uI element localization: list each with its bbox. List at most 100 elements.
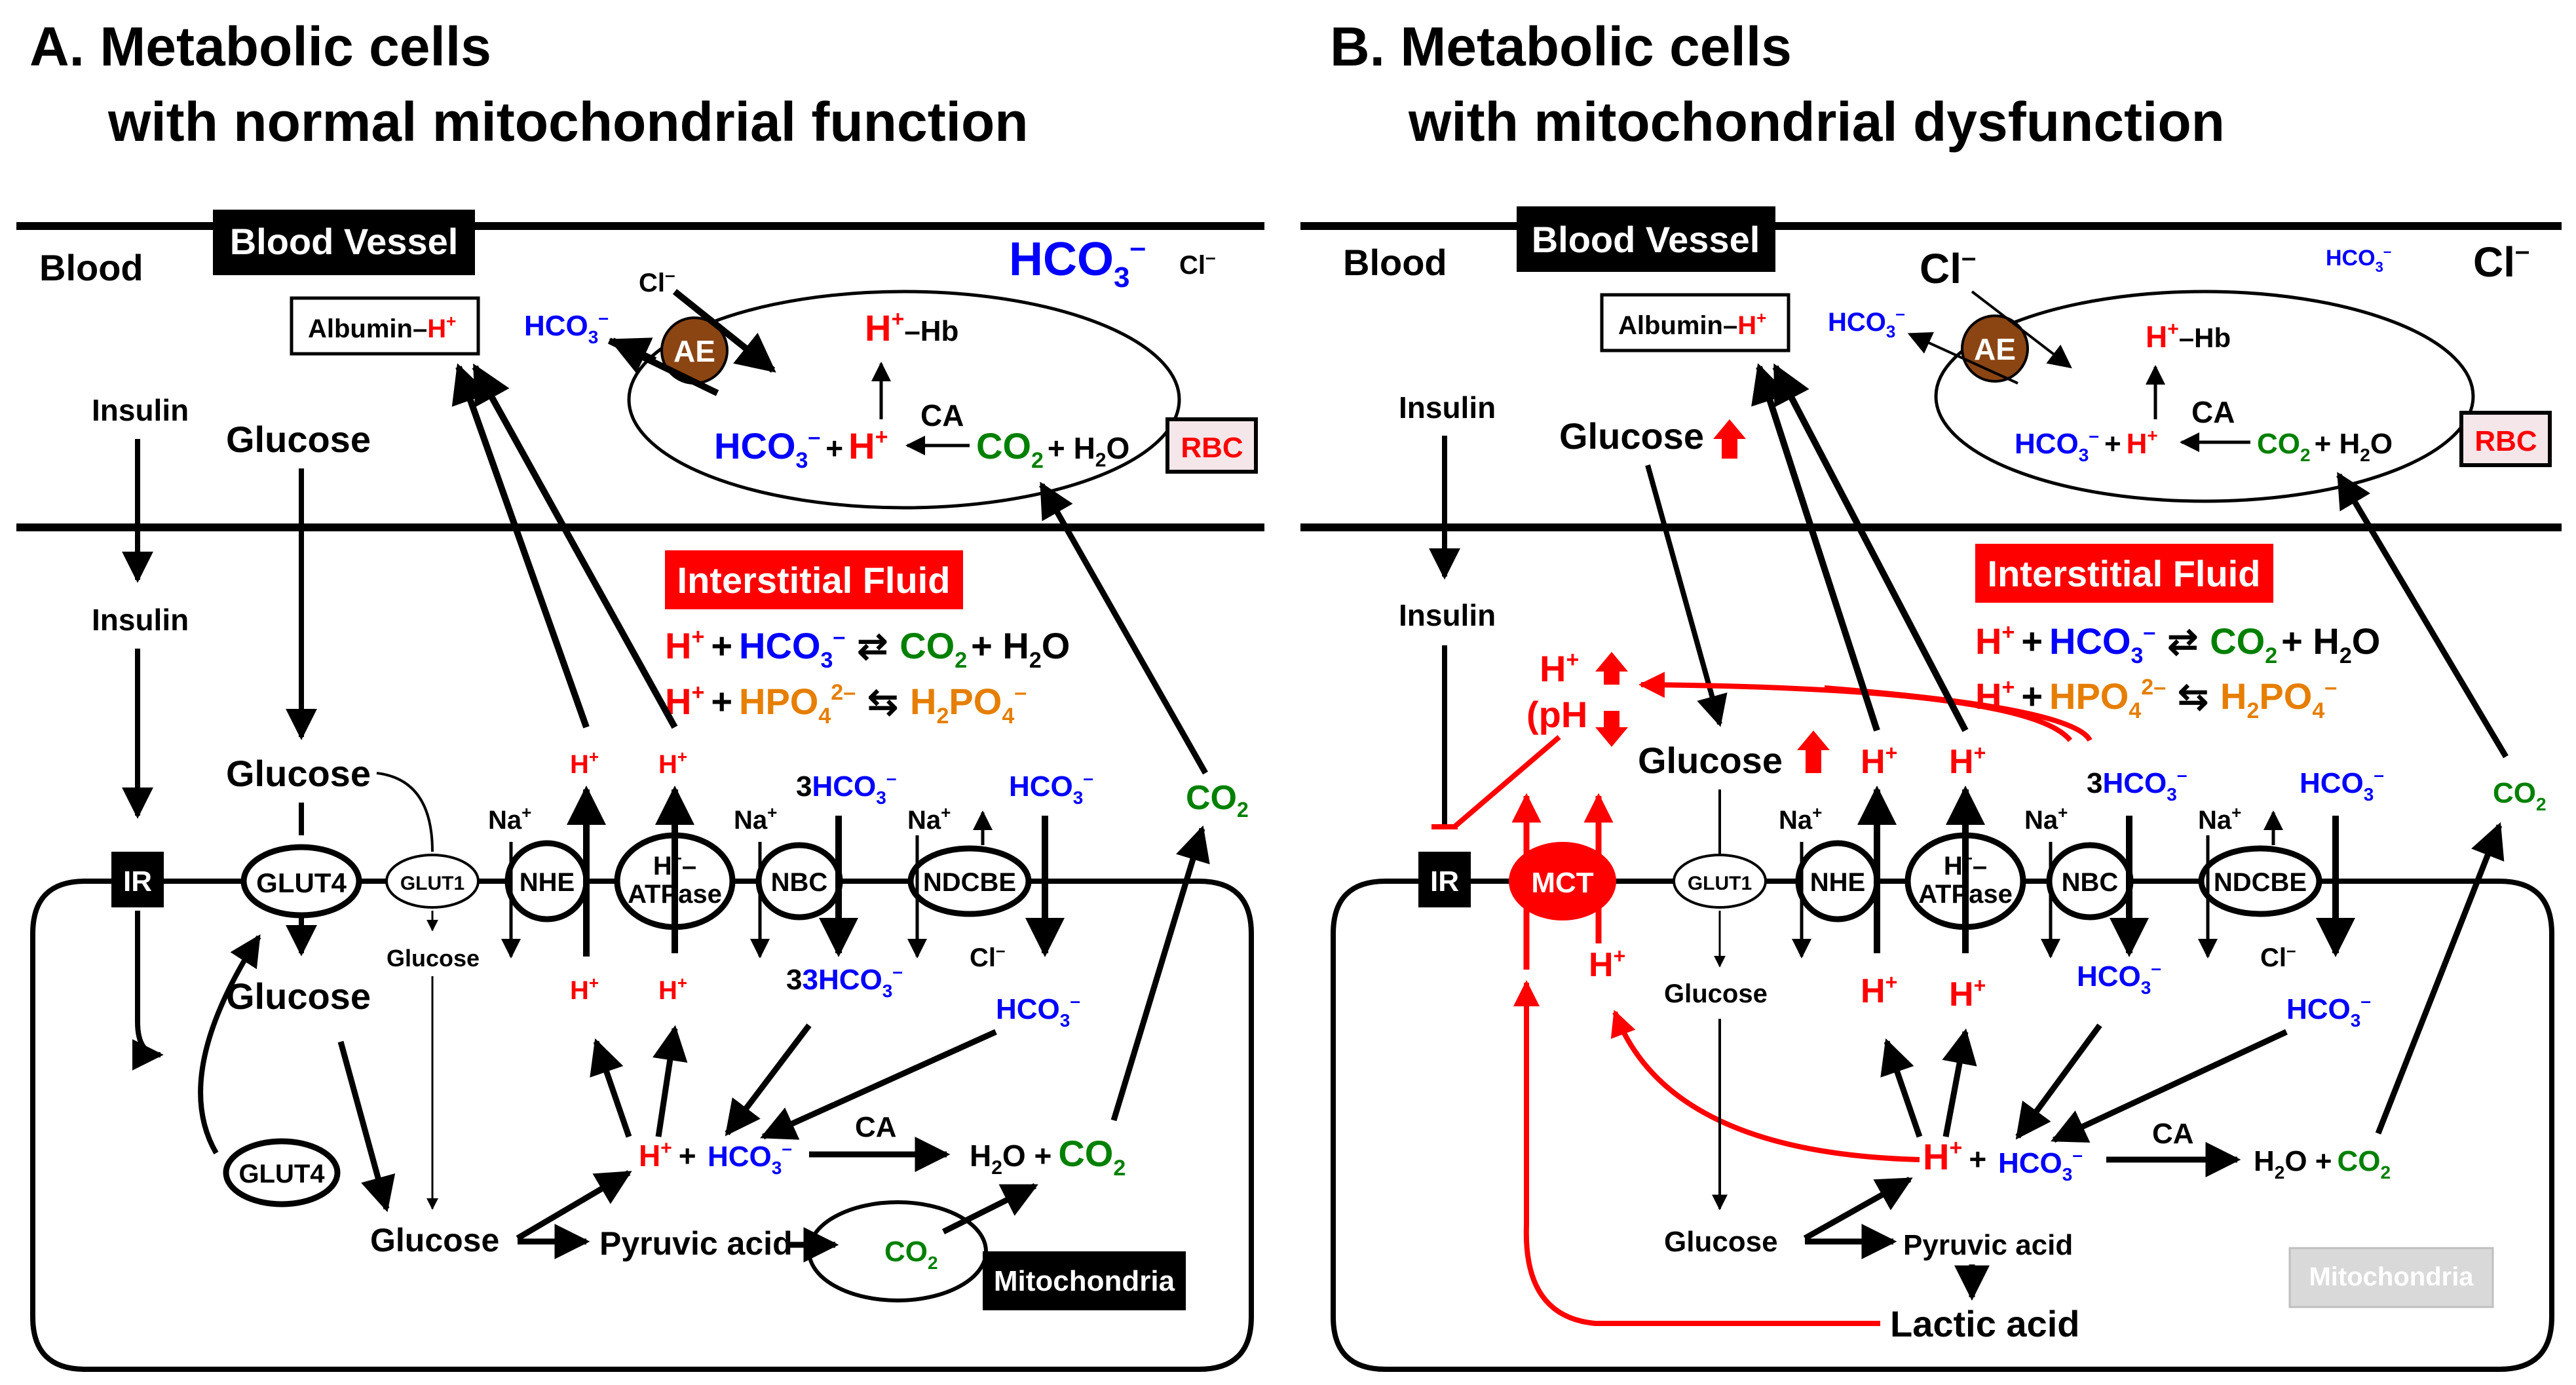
co2-out: CO2	[2493, 777, 2547, 814]
na-nbc: Na+	[734, 803, 777, 835]
h-to-albumin-1	[451, 363, 590, 729]
blood-vessel-label-box	[1517, 206, 1775, 272]
nbc-label: NBC	[771, 868, 828, 897]
mitochondria-box	[2288, 1247, 2494, 1308]
glut4-transporter	[240, 844, 362, 919]
ca-rbc-label: CA	[920, 398, 964, 432]
three-hco3-in: HCO3–	[2077, 958, 2161, 998]
glut1-label: GLUT1	[1688, 873, 1752, 894]
mito-co2-out	[941, 1183, 1038, 1235]
insulin-interstitial: Insulin	[92, 603, 189, 637]
interstitial-fluid-box	[1975, 544, 2273, 603]
ae-label: AE	[1974, 332, 2016, 366]
co2-to-rbc	[1039, 482, 1208, 775]
rbc-membrane	[627, 290, 1181, 510]
nhe-label: NHE	[520, 868, 575, 897]
h2o-co2-center: H2O +CO2	[970, 1133, 1126, 1181]
ndcbe-label: NDCBE	[923, 868, 1016, 897]
h-nhe-out: H+	[1861, 741, 1897, 781]
h-to-albumin-2	[472, 363, 678, 729]
cl-ndcbe: Cl–	[970, 940, 1005, 972]
glut1-label: GLUT1	[400, 873, 464, 894]
panel-b: B. Metabolic cells with mitochondrial dy…	[1300, 16, 2562, 1372]
hco3-blood-label: HCO3–	[1009, 231, 1146, 294]
insulin-receptor-label: IR	[123, 865, 152, 898]
cl-ndcbe: Cl–	[2260, 940, 2296, 972]
interstitial-fluid-label: Interstitial Fluid	[1988, 553, 2261, 594]
insulin-receptor-box	[111, 852, 164, 907]
h-atpase-in: H+	[658, 973, 687, 1005]
ir-signal-arrow	[132, 911, 164, 1071]
h-nhe-in: H+	[570, 973, 599, 1005]
blood-vessel-label-box	[213, 210, 475, 275]
h-center: H++	[1923, 1135, 1986, 1177]
lactic-acid: Lactic acid	[1890, 1303, 2079, 1344]
ndcbe-hco3-to-center	[2051, 1029, 2288, 1143]
h-atpase-label-top: H+–	[1944, 848, 1987, 881]
blood-vessel-label: Blood Vessel	[230, 221, 459, 262]
insulin-blood: Insulin	[92, 393, 189, 427]
panel-a-subtitle: with normal mitochondrial function	[107, 91, 1029, 153]
h-to-atpase-arrow	[1942, 1028, 1977, 1137]
rbc-label-box	[2459, 411, 2552, 467]
glucose-to-h	[1803, 1177, 1913, 1241]
h-mct: H+	[1589, 944, 1625, 984]
ca-rbc-label: CA	[2191, 395, 2235, 429]
glut4-label: GLUT4	[256, 867, 347, 898]
ndcbe-hco3-to-center	[760, 1029, 997, 1140]
h-to-nhe-arrow	[590, 1038, 632, 1138]
hco3-ndcbe-out: HCO3–	[2300, 765, 2384, 805]
rbc-label: RBC	[1181, 432, 1243, 464]
mct-transporter	[1509, 842, 1616, 920]
h-to-atpase-arrow	[653, 1025, 688, 1137]
glucose-blood: Glucose	[1559, 415, 1704, 457]
ca-center: CA	[2152, 1118, 2194, 1150]
na-nhe: Na+	[488, 803, 531, 835]
three-hco3-out: 3HCO3–	[796, 768, 896, 808]
blood-label: Blood	[1343, 242, 1447, 283]
co2-h2o-rbc: CO2+ H2O	[976, 425, 1129, 473]
nhe-label: NHE	[1810, 868, 1865, 897]
glucose-bottom: Glucose	[1664, 1226, 1778, 1258]
interstitial-fluid-box	[665, 550, 963, 609]
glucose-to-h	[516, 1170, 632, 1241]
hco3-center: HCO3–	[1998, 1145, 2083, 1185]
panel-b-subtitle: with mitochondrial dysfunction	[1408, 91, 2225, 153]
albumin-label: Albumin–H+	[1618, 308, 1766, 340]
hco3-h-rbc: HCO3–+H+	[714, 425, 888, 473]
hco3-ndcbe-in: HCO3–	[996, 991, 1080, 1031]
co2-out: CO2	[1186, 779, 1249, 822]
h-atpase-out: H+	[658, 747, 687, 779]
co2-cell-to-out	[2375, 822, 2505, 1135]
na-ndcbe: Na+	[2198, 803, 2241, 835]
ph-down-arrow	[1595, 711, 1628, 747]
h-to-albumin-1	[1751, 363, 1880, 732]
glucose-blood: Glucose	[226, 419, 371, 460]
na-nhe: Na+	[1779, 803, 1822, 835]
glucose-to-glut1	[376, 772, 434, 852]
nbc-hco3-to-center	[2015, 1023, 2102, 1140]
hco3-center: HCO3–	[708, 1138, 792, 1178]
h-to-nhe-arrow	[1880, 1038, 1923, 1138]
co2-to-rbc	[2336, 472, 2509, 759]
na-ndcbe: Na+	[907, 803, 951, 835]
rbc-membrane	[1934, 290, 2475, 503]
hco3-ndcbe-out: HCO3–	[1009, 768, 1093, 808]
glucose-inside: Glucose	[226, 976, 371, 1017]
insulin-receptor-label: IR	[1430, 865, 1459, 898]
hco3-ndcbe-in: HCO3–	[2286, 991, 2371, 1031]
ph-up-arrow	[1595, 652, 1628, 685]
insulin-interstitial: Insulin	[1399, 598, 1496, 632]
h-hb-label: H+–Hb	[865, 307, 958, 349]
cl-rbc-label: Cl–	[639, 265, 675, 297]
h-atpase-out: H+	[1949, 741, 1986, 781]
h-ph-label: H+	[1540, 647, 1579, 689]
h-to-albumin-2	[1772, 363, 1969, 732]
glucose-up-arrow	[1713, 419, 1746, 459]
co2-cell-to-out	[1110, 825, 1210, 1122]
na-nbc: Na+	[2024, 803, 2068, 835]
h-hb-label: H+–Hb	[2146, 318, 2231, 354]
glucose-bottom: Glucose	[370, 1222, 499, 1259]
